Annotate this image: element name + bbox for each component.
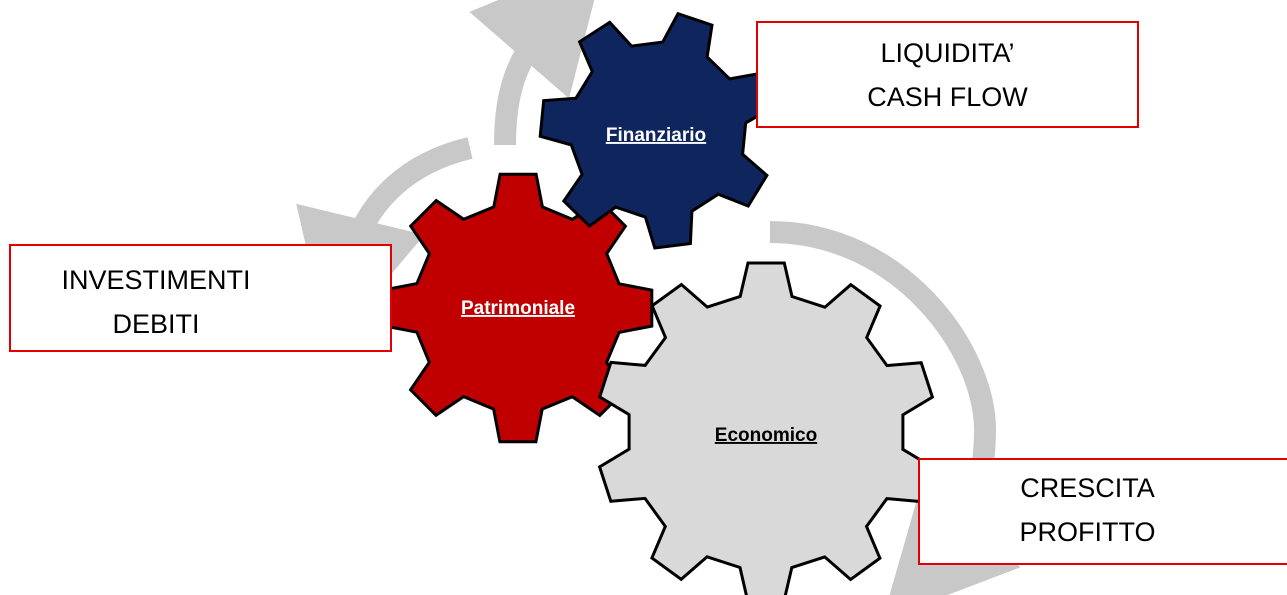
investimenti-line-2: DEBITI	[112, 309, 200, 339]
economico-gear	[597, 261, 935, 595]
investimenti-box: INVESTIMENTI DEBITI	[9, 244, 392, 352]
crescita-line-1: CRESCITA	[1020, 473, 1155, 503]
finanziario-gear	[538, 11, 776, 250]
liquidita-line-2: CASH FLOW	[867, 82, 1028, 112]
finanziario-label: Finanziario	[606, 125, 706, 146]
arrow-finanziario-to-patrimoniale	[296, 137, 473, 348]
crescita-line-2: PROFITTO	[1019, 517, 1156, 547]
liquidita-box: LIQUIDITA’ CASH FLOW	[756, 21, 1139, 128]
investimenti-line-1: INVESTIMENTI	[61, 265, 251, 295]
liquidita-line-1: LIQUIDITA’	[880, 38, 1015, 68]
economico-label: Economico	[715, 425, 817, 446]
arrow-patrimoniale-to-finanziario	[469, 0, 606, 146]
crescita-box: CRESCITA PROFITTO	[918, 458, 1287, 565]
patrimoniale-label: Patrimoniale	[461, 298, 575, 319]
